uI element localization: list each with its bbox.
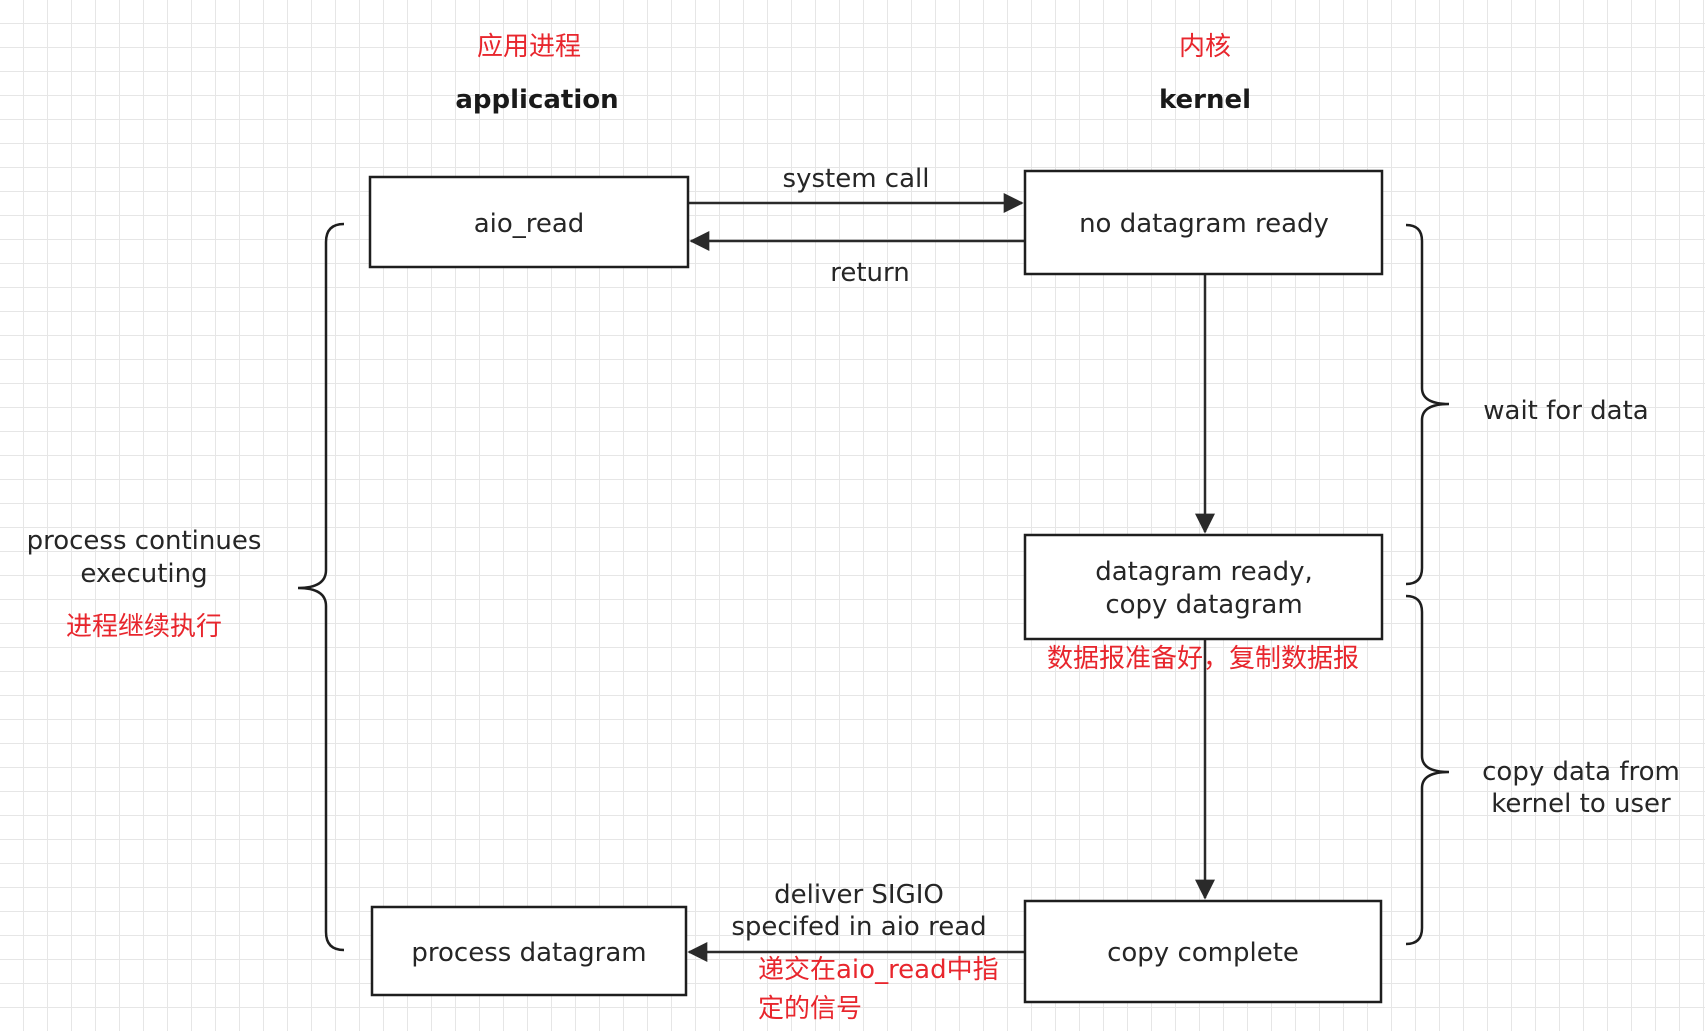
aio-read-node: aio_read: [368, 175, 690, 269]
process-continues-line2: executing: [80, 559, 207, 589]
header-application-zh: 应用进程: [477, 32, 581, 62]
copy-data-label-line1: copy data from: [1482, 757, 1680, 787]
process-continues-brace: [297, 222, 345, 952]
process-datagram-label: process datagram: [411, 938, 646, 968]
header-application: application: [455, 85, 618, 115]
deliver-sigio-label-line2: specifed in aio read: [731, 912, 986, 942]
system-call-label: system call: [783, 164, 930, 194]
copy-complete-label: copy complete: [1107, 938, 1299, 968]
copy-data-label-line2: kernel to user: [1491, 789, 1671, 819]
deliver-sigio-zh-line1: 递交在aio_read中指: [758, 955, 999, 985]
wait-for-data-brace: [1405, 223, 1450, 586]
process-continues-zh: 进程继续执行: [66, 612, 222, 642]
process-continues-line1: process continues: [27, 526, 262, 556]
datagram-ready-label-line1: datagram ready,: [1095, 557, 1312, 587]
process-datagram-node: process datagram: [370, 905, 688, 997]
header-kernel-zh: 内核: [1179, 32, 1231, 62]
aio-read-label: aio_read: [474, 209, 585, 239]
copy-data-brace: [1405, 594, 1450, 946]
datagram-ready-label-line2: copy datagram: [1105, 590, 1302, 620]
header-kernel: kernel: [1159, 85, 1251, 115]
return-label: return: [830, 258, 910, 288]
deliver-sigio-label-line1: deliver SIGIO: [774, 880, 944, 910]
datagram-ready-node: datagram ready, copy datagram: [1023, 533, 1384, 641]
wait-for-data-label: wait for data: [1483, 396, 1648, 426]
no-datagram-ready-node: no datagram ready: [1023, 169, 1384, 276]
deliver-sigio-zh-line2: 定的信号: [758, 994, 862, 1024]
datagram-ready-zh: 数据报准备好，复制数据报: [1047, 644, 1359, 674]
no-datagram-ready-label: no datagram ready: [1079, 209, 1329, 239]
copy-complete-node: copy complete: [1023, 899, 1383, 1004]
